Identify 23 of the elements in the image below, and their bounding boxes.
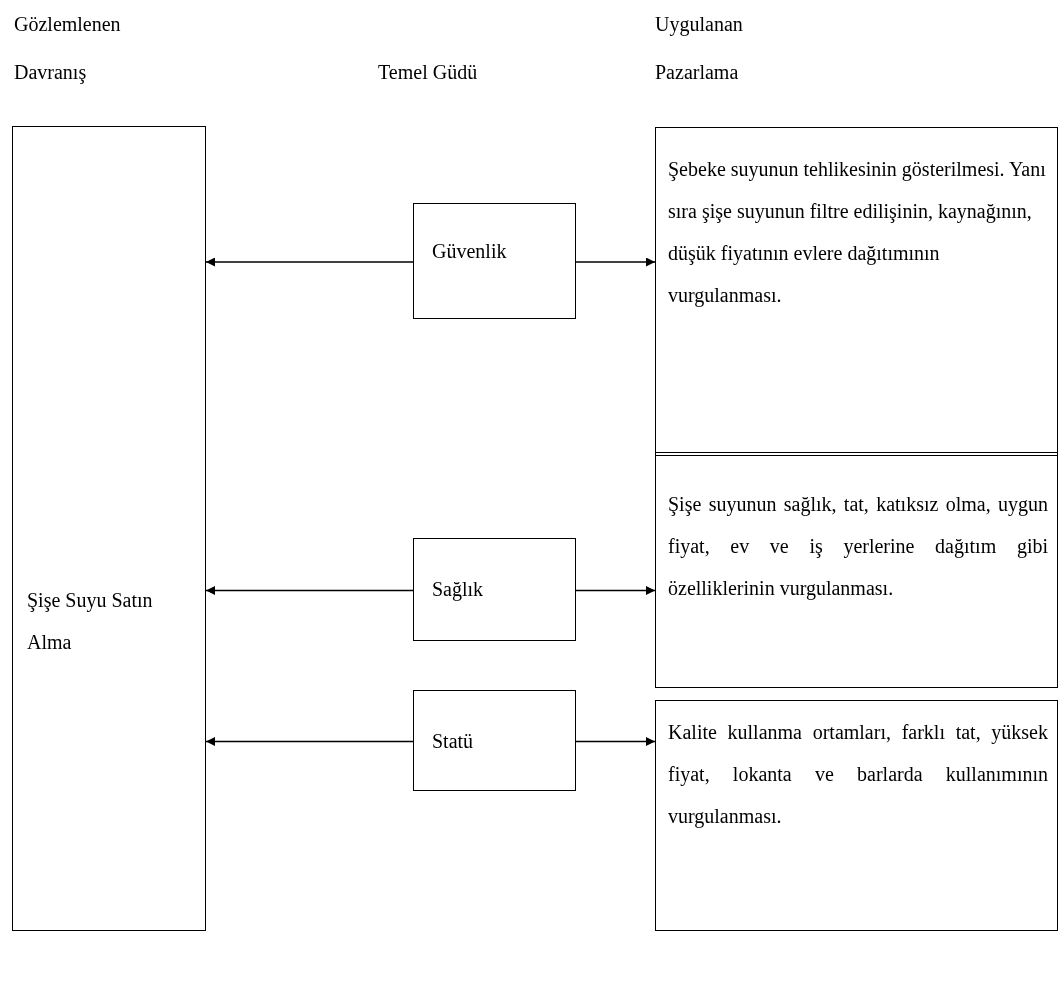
box-text: Kalite kullanma ortamları, farklı tat, yüksek fiyat, lokanta ve barlarda kullanımının vurgulanması.	[668, 720, 1048, 830]
arrow	[575, 257, 656, 267]
process-box	[655, 700, 1058, 931]
box-text: Şebeke suyunun tehlikesinin gösterilmesi. Yanı sıra şişe suyunun filtre edilişinin, kaynağının, düşük fiyatının evlere dağıtımının vurgulanması.	[668, 157, 1047, 309]
arrow	[575, 737, 656, 746]
arrow	[205, 257, 414, 267]
process-box	[655, 452, 1058, 688]
arrow	[205, 586, 414, 595]
column-heading: Gözlemlenen Davranış	[14, 12, 122, 86]
box-text: Şişe Suyu Satın Alma	[27, 588, 154, 655]
box-text: Güvenlik	[432, 239, 508, 264]
process-box	[413, 538, 576, 641]
process-box	[413, 690, 576, 791]
process-box	[12, 126, 206, 931]
box-text: Şişe suyunun sağlık, tat, katıksız olma, uygun fiyat, ev ve iş yerlerine dağıtım gibi özelliklerinin vurgulanması.	[668, 492, 1048, 602]
process-box	[413, 203, 576, 319]
column-heading: Temel Güdü	[378, 60, 479, 85]
box-text: Statü	[432, 729, 475, 754]
column-heading: Uygulanan Pazarlama	[655, 12, 744, 85]
box-text: Sağlık	[432, 577, 485, 603]
process-box	[655, 127, 1058, 456]
arrow	[575, 586, 656, 595]
arrow	[205, 737, 414, 746]
